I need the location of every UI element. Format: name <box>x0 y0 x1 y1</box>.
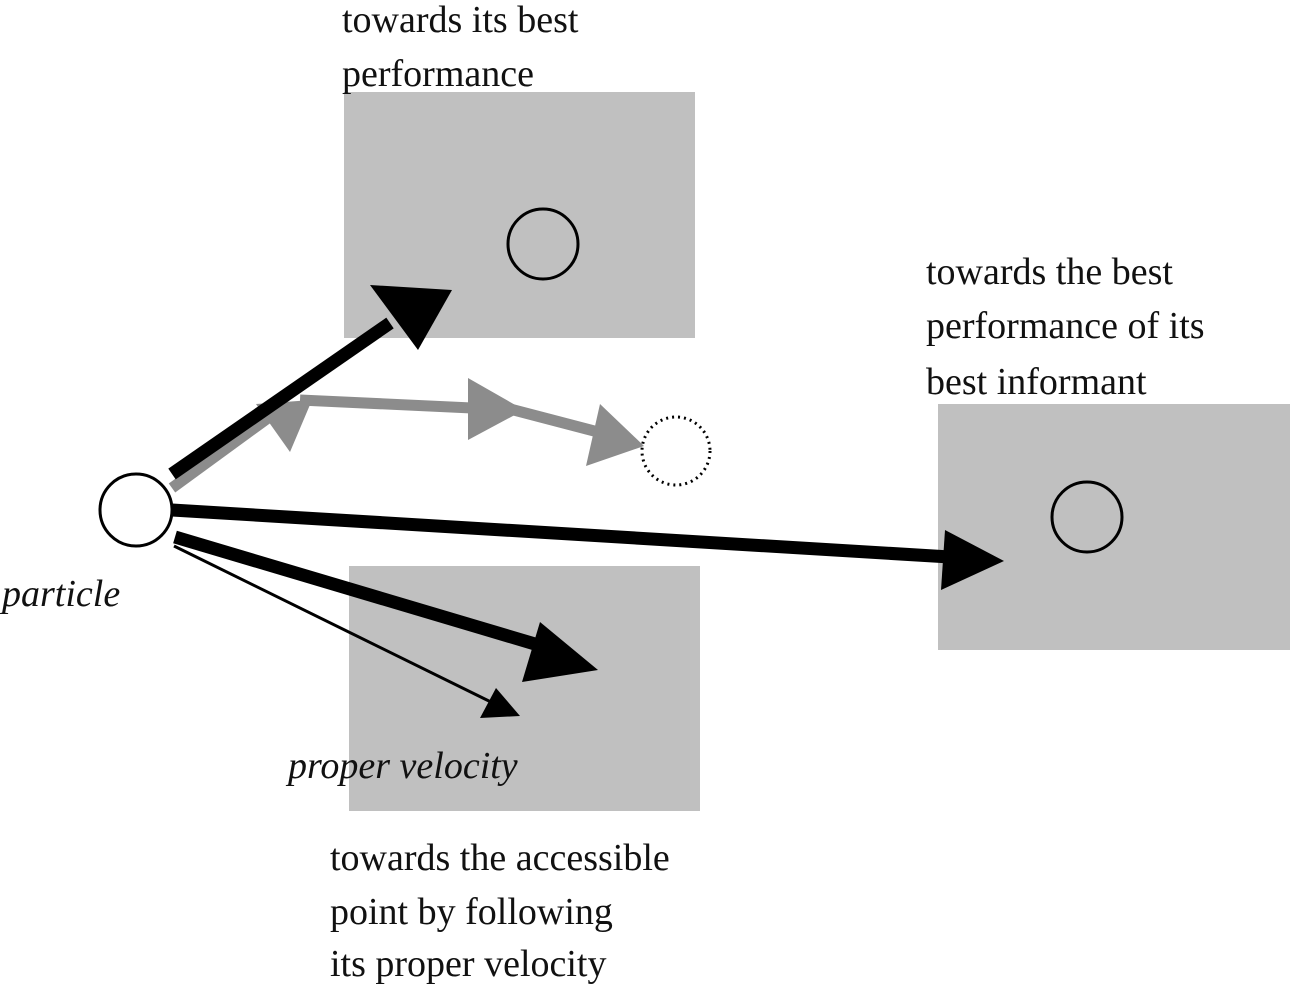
label-particle: particle <box>0 573 120 615</box>
resulting-trajectory <box>168 378 644 493</box>
arrow-to-informant-best <box>171 503 1004 590</box>
label-best-performance: towards its best performance <box>342 0 588 95</box>
label-accessible-point: towards the accessible point by followin… <box>330 837 679 985</box>
arrow-to-own-best <box>168 285 452 480</box>
region-informant-best <box>938 404 1290 650</box>
informant-best-point <box>1050 480 1124 554</box>
arrow-to-accessible-point <box>173 530 598 682</box>
arrow-proper-velocity <box>173 544 520 718</box>
label-proper-velocity: proper velocity <box>285 745 518 787</box>
label-informant: towards the best performance of its best… <box>926 251 1214 403</box>
particle-circle <box>98 472 174 548</box>
next-position-circle <box>640 415 712 487</box>
own-best-point <box>506 207 580 281</box>
